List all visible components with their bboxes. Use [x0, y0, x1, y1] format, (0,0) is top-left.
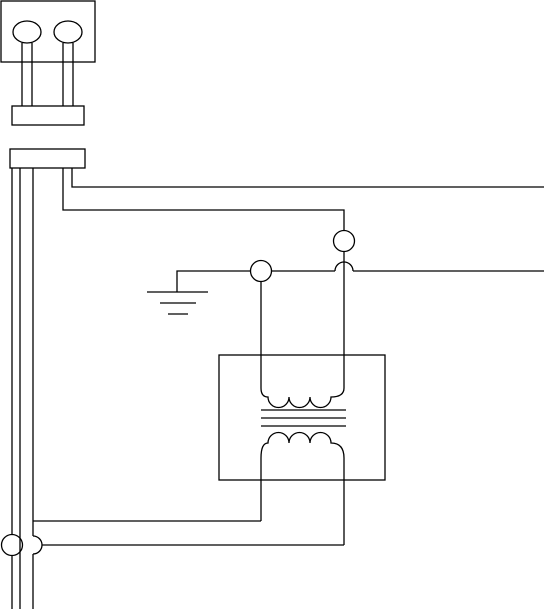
- transformer-core: [261, 410, 346, 426]
- transformer-secondary-coil: [261, 433, 344, 459]
- terminal-circle-middle: [251, 261, 272, 282]
- wire-primary-feed: [63, 168, 344, 230]
- lamp-housing: [1, 1, 95, 62]
- lamp-right: [54, 21, 82, 43]
- wire-ground-branch: [177, 271, 250, 292]
- mains-connector-block: [10, 149, 85, 168]
- wire-top-feed: [72, 168, 544, 187]
- transformer-primary-coil: [261, 388, 344, 408]
- lamp-connector-block: [12, 106, 84, 125]
- ground-symbol: [147, 292, 208, 314]
- lamp-left: [13, 21, 41, 43]
- wire-crossover-hop-lower: [33, 536, 42, 554]
- terminal-circle-upper: [334, 231, 355, 252]
